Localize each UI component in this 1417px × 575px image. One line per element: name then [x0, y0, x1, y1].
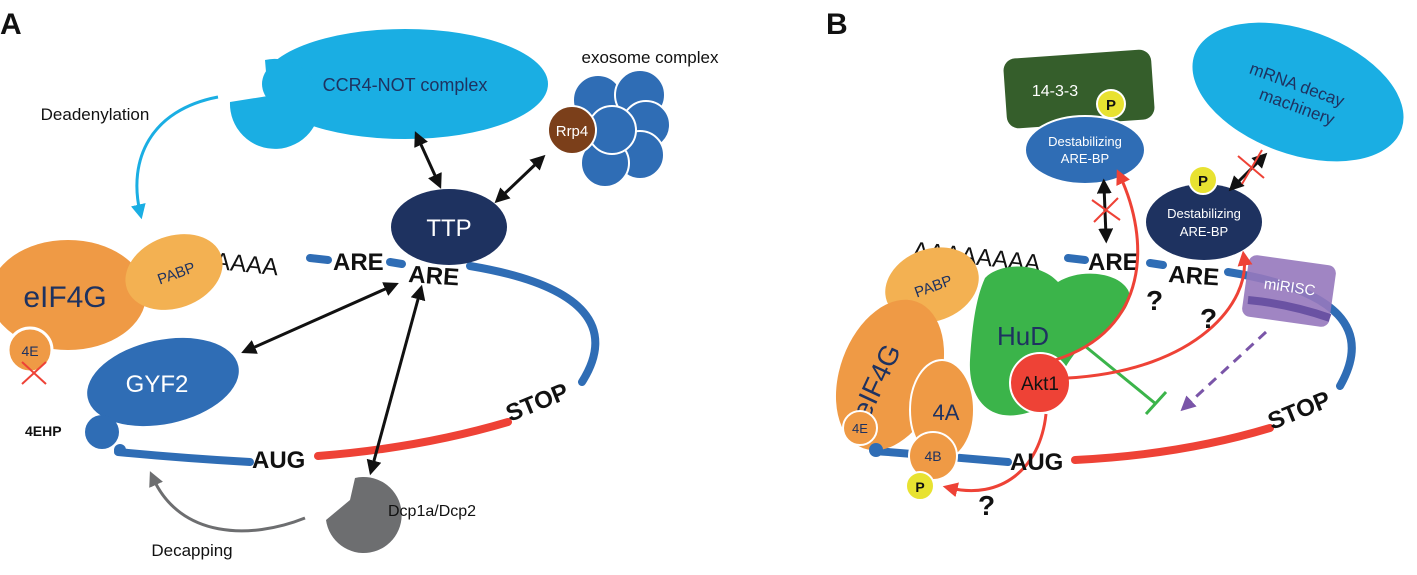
- mrna-cds-b: [1071, 424, 1274, 464]
- destab2-line2: ARE-BP: [1180, 224, 1228, 239]
- question-1: ?: [1146, 285, 1163, 316]
- exosome-complex: [547, 69, 671, 188]
- e4-cross-2: [21, 361, 47, 385]
- arrow-are-dcp: [366, 284, 426, 476]
- phospho-2-label: P: [1198, 173, 1208, 190]
- are-b2: ARE: [1168, 261, 1220, 291]
- e4b-b-label: 4B: [924, 448, 941, 464]
- mrna-dash-b2: [1146, 259, 1167, 269]
- arrow-are-gyf2: [241, 282, 399, 354]
- ttp-protein: [391, 189, 507, 265]
- destab-are-bp-1: [1024, 115, 1146, 185]
- e4-a-label: 4E: [21, 343, 38, 359]
- mrna-dash-a2: [386, 258, 406, 268]
- arrow-ccr4-ttp: [414, 131, 442, 189]
- gyf2-protein: [87, 337, 239, 427]
- destab1-line2: ARE-BP: [1061, 151, 1109, 166]
- phospho-1: [1096, 89, 1126, 119]
- akt1-label: Akt1: [1021, 374, 1059, 395]
- ccr4-pacman: [229, 58, 320, 149]
- e4e-b-label: 4E: [852, 421, 868, 436]
- eif4g-a: [0, 240, 146, 350]
- mirisc-dashed-arrow: [1180, 330, 1268, 412]
- mrna-3utr-a: [466, 262, 600, 386]
- hud-label: HuD: [997, 321, 1049, 351]
- decapping-arrow: [149, 471, 306, 533]
- eif4g-a-label: eIF4G: [23, 281, 106, 314]
- destab-are-bp-2: [1146, 184, 1262, 260]
- mrna-decay-machinery: [1192, 22, 1404, 162]
- arrow-exosome-ttp: [494, 154, 546, 204]
- ttp-label: TTP: [426, 215, 471, 242]
- are-a1: ARE: [333, 249, 384, 276]
- phospho-4b-label: P: [915, 479, 924, 495]
- mrna-5utr-a: [114, 448, 254, 466]
- rrp4-subunit: [547, 105, 597, 155]
- decapping-label: Decapping: [151, 541, 232, 560]
- question-3: ?: [978, 490, 995, 521]
- mirisc-rna-overlay: [1247, 296, 1332, 322]
- 4ehp-protein: [85, 415, 119, 449]
- gyf2-label: GYF2: [126, 371, 189, 398]
- deadenylation-arrow: [131, 95, 219, 220]
- pabp-a: [125, 234, 223, 310]
- cap-b: [869, 443, 883, 457]
- mrna-dash-a1: [306, 254, 332, 264]
- 4ehp-label: 4EHP: [25, 423, 62, 439]
- deadenylation-label: Deadenylation: [41, 105, 150, 124]
- destab2-line1: Destabilizing: [1167, 206, 1241, 221]
- e4a-b-label: 4A: [933, 400, 960, 425]
- e4e-b: [842, 410, 878, 446]
- panel-b-label: B: [826, 8, 848, 41]
- panel-a: A CCR4-NOT complex exosome complex Rrp4 …: [0, 8, 719, 560]
- stop-b: STOP: [1264, 386, 1334, 435]
- ccr4-not-label: CCR4-NOT complex: [323, 75, 488, 95]
- mrna-dash-b1: [1064, 254, 1089, 264]
- e4-a: [6, 326, 54, 374]
- phospho-2: [1188, 165, 1218, 195]
- stop-a: STOP: [502, 378, 572, 427]
- p1433-label: 14-3-3: [1032, 83, 1078, 100]
- exosome-label: exosome complex: [581, 48, 719, 67]
- akt1-arrow-4b: [942, 413, 1048, 498]
- cross-b2-b: [1241, 149, 1263, 185]
- phospho-4b: [905, 471, 935, 501]
- aug-b: AUG: [1010, 449, 1063, 476]
- panel-a-label: A: [0, 8, 22, 41]
- ccr4-not-complex: [262, 29, 548, 139]
- dcp-pacman: [326, 476, 402, 553]
- panel-b: B 14-3-3 Destabilizing ARE-BP P mRNA dec…: [826, 8, 1404, 521]
- akt1-arrow-destab2: [1067, 250, 1253, 380]
- destab1-line1: Destabilizing: [1048, 134, 1122, 149]
- cross-b1-b: [1093, 197, 1119, 223]
- cap-a: [114, 444, 126, 456]
- akt1-arrow-destab1: [1054, 169, 1140, 362]
- are-b1: ARE: [1088, 249, 1139, 276]
- question-2: ?: [1200, 303, 1217, 334]
- phospho-1-label: P: [1106, 97, 1116, 114]
- aug-a: AUG: [252, 447, 305, 474]
- are-a2: ARE: [408, 261, 460, 291]
- dcp-label: Dcp1a/Dcp2: [388, 503, 476, 520]
- hud-inhibition-line: [1079, 340, 1157, 406]
- hud-inhibition-bar: [1144, 390, 1168, 416]
- rrp4-label: Rrp4: [556, 123, 589, 140]
- mrna-cds-a: [314, 418, 512, 460]
- akt1-kinase: [1009, 352, 1071, 414]
